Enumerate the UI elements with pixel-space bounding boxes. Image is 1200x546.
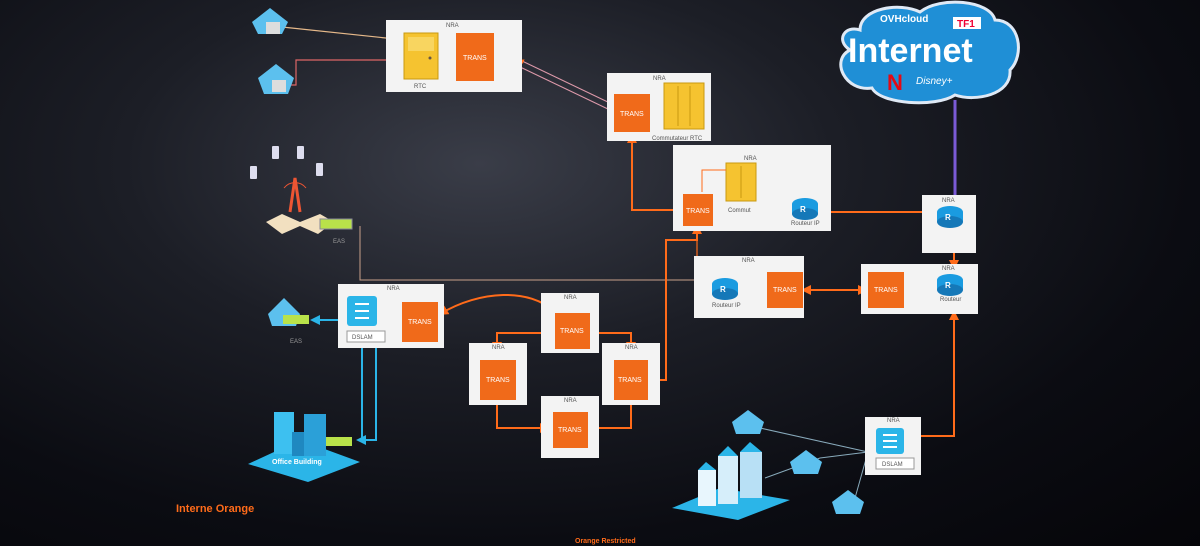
- trans-box: TRANS: [456, 33, 494, 81]
- nra-label: NRA: [446, 23, 459, 29]
- dslam-left: DSLAM: [346, 296, 386, 343]
- house-icon: [790, 450, 822, 474]
- trans-label: TRANS: [560, 328, 584, 335]
- diagram-title: Interne Orange: [176, 503, 255, 515]
- nra-label: NRA: [625, 345, 638, 351]
- eas-label: EAS: [290, 339, 302, 345]
- dslam-label: DSLAM: [352, 335, 373, 341]
- commut-rack: Commut: [701, 162, 757, 214]
- classification-label: Orange Restricted: [575, 538, 636, 545]
- trans-box: TRANS: [683, 194, 713, 226]
- router-ip-center: R Routeur IP: [791, 198, 820, 227]
- cell-tower-icon: [266, 177, 334, 234]
- nra-label: NRA: [887, 418, 900, 424]
- commutateur-rack: Commutateur RTC: [652, 82, 705, 142]
- router-letter: R: [800, 205, 806, 214]
- nra-label: NRA: [942, 198, 955, 204]
- office-building-icon: Office Building: [248, 412, 360, 482]
- dslam-label: DSLAM: [882, 462, 903, 468]
- house-icon: [832, 490, 864, 514]
- router-ip-label: Routeur IP: [791, 221, 820, 227]
- router-top-right: R: [937, 206, 963, 228]
- commut-label: Commut: [728, 208, 751, 214]
- router-ip-label: Routeur IP: [712, 303, 741, 309]
- nra-label: NRA: [387, 286, 400, 292]
- house-icon: [732, 410, 764, 434]
- trans-box: TRANS: [480, 360, 516, 400]
- nra-label: NRA: [564, 398, 577, 404]
- trans-box: TRANS: [555, 313, 590, 349]
- trans-box: TRANS: [553, 412, 588, 448]
- city-buildings-icon: [672, 442, 790, 520]
- trans-label: TRANS: [686, 208, 710, 215]
- trans-box: TRANS: [614, 94, 650, 132]
- trans-box: TRANS: [614, 360, 648, 400]
- trans-label: TRANS: [874, 287, 898, 294]
- trans-box: TRANS: [868, 272, 904, 308]
- trans-label: TRANS: [618, 377, 642, 384]
- router-letter: R: [720, 285, 726, 294]
- nra-label: NRA: [492, 345, 505, 351]
- nra-label: NRA: [653, 76, 666, 82]
- commutateur-rtc-label: Commutateur RTC: [652, 136, 703, 142]
- house-phone-icon: [252, 8, 288, 34]
- trans-box: TRANS: [402, 302, 438, 342]
- trans-label: TRANS: [620, 111, 644, 118]
- house-phone-icon: [258, 64, 294, 94]
- mobile-phones-icon: [250, 146, 323, 179]
- routeur-label: Routeur: [940, 297, 961, 303]
- eas-device-icon: EAS: [319, 218, 353, 245]
- dslam-right: DSLAM: [875, 428, 915, 470]
- trans-boxes: TRANS TRANS TRANS TRANS TRANS TRANS TRAN…: [402, 33, 904, 448]
- trans-label: TRANS: [408, 319, 432, 326]
- trans-label: TRANS: [463, 55, 487, 62]
- house-eas-icon: EAS: [268, 298, 309, 345]
- trans-label: TRANS: [486, 377, 510, 384]
- router-letter: R: [945, 213, 951, 222]
- trans-label: TRANS: [558, 427, 582, 434]
- nra-label: NRA: [742, 258, 755, 264]
- netflix-logo: N: [887, 70, 903, 95]
- tf1-logo: TF1: [957, 19, 975, 30]
- nra-label: NRA: [942, 266, 955, 272]
- rtc-label: RTC: [414, 84, 427, 90]
- nra-label: NRA: [744, 156, 757, 162]
- ovhcloud-label: OVHcloud: [880, 14, 928, 25]
- disney-logo: Disney+: [916, 76, 953, 87]
- router-letter: R: [945, 281, 951, 290]
- internet-label: Internet: [848, 32, 973, 70]
- router-ip-mid: R Routeur IP: [712, 278, 741, 309]
- eas-label: EAS: [333, 239, 345, 245]
- office-building-label: Office Building: [272, 459, 322, 466]
- trans-box: TRANS: [767, 272, 803, 308]
- nra-label: NRA: [564, 295, 577, 301]
- rtc-rack: RTC: [403, 32, 439, 90]
- trans-label: TRANS: [773, 287, 797, 294]
- internet-cloud: OVHcloud TF1 Internet N Disney+: [839, 0, 1020, 105]
- router-right: R Routeur: [937, 274, 963, 303]
